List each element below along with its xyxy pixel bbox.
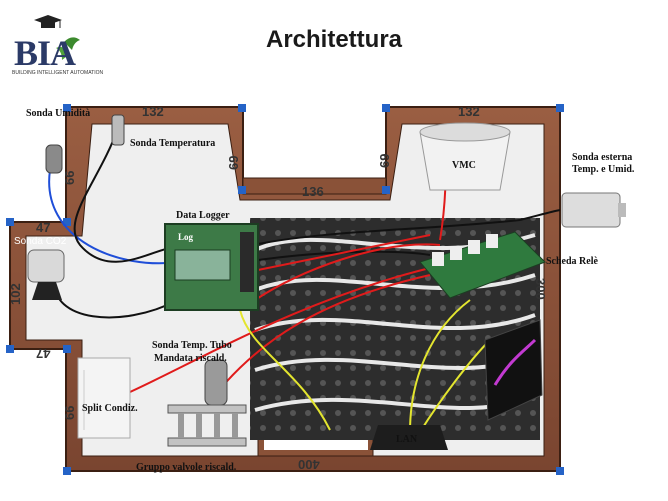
- label-data-logger: Data Logger: [176, 210, 230, 221]
- label-sonda-tubo-line1: Sonda Temp. Tubo: [152, 340, 232, 351]
- label-vmc: VMC: [452, 160, 476, 171]
- logo-tagline: BUILDING INTELLIGENT AUTOMATION: [12, 70, 104, 76]
- dim-right-side: 300: [533, 278, 548, 300]
- router-icon: [370, 425, 448, 450]
- dim-bottom: 400: [298, 457, 320, 472]
- label-lan: LAN: [396, 434, 418, 445]
- dim-top-left: 132: [142, 104, 164, 119]
- split-ac-icon: [77, 357, 131, 439]
- dim-top-right: 132: [458, 104, 480, 119]
- valve-manifold-icon: [167, 404, 247, 447]
- dim-bay-side: 102: [8, 283, 23, 305]
- dim-alcove-right: 69: [377, 153, 392, 168]
- corner-markers: [6, 104, 564, 475]
- label-sonda-co2: Sonda CO2: [14, 236, 67, 247]
- dim-bay-top: 47: [36, 220, 51, 235]
- dim-left-upper: 66: [62, 170, 77, 185]
- external-sensor-icon: [561, 192, 626, 228]
- label-split: Split Condiz.: [82, 403, 138, 414]
- temperature-sensor-icon: [111, 114, 125, 146]
- label-sonda-esterna-line2: Temp. e Umid.: [572, 164, 635, 175]
- label-log: Log: [178, 232, 194, 242]
- logo: BIA BUILDING INTELLIGENT AUTOMATION: [12, 14, 104, 76]
- label-gruppo-valvole: Gruppo valvole riscald.: [136, 462, 237, 473]
- label-sonda-esterna-line1: Sonda esterna: [572, 152, 633, 163]
- vmc-unit-icon: [419, 122, 511, 191]
- dim-left-lower: 66: [62, 405, 77, 420]
- label-sonda-tubo-line2: Mandata riscald.: [154, 353, 227, 364]
- dim-bay-bottom: 47: [36, 346, 51, 361]
- label-sonda-umidita: Sonda Umidità: [26, 108, 91, 119]
- page-title: Architettura: [265, 26, 403, 53]
- pipe-sensor-icon: [204, 359, 228, 406]
- wires: [48, 127, 561, 433]
- logo-text: BIA: [14, 33, 76, 73]
- dim-alcove-bottom: 136: [302, 184, 324, 199]
- label-scheda-rele: Scheda Relè: [546, 256, 598, 267]
- tablet-icon: [484, 319, 543, 421]
- data-logger-icon: [164, 223, 259, 311]
- relay-board-icon: [419, 231, 546, 299]
- label-sonda-temperatura: Sonda Temperatura: [130, 138, 216, 149]
- graduation-cap-icon: [34, 15, 80, 60]
- humidity-sensor-icon: [45, 144, 63, 174]
- dim-alcove-left: 69: [226, 155, 241, 170]
- co2-sensor-icon: [27, 249, 65, 300]
